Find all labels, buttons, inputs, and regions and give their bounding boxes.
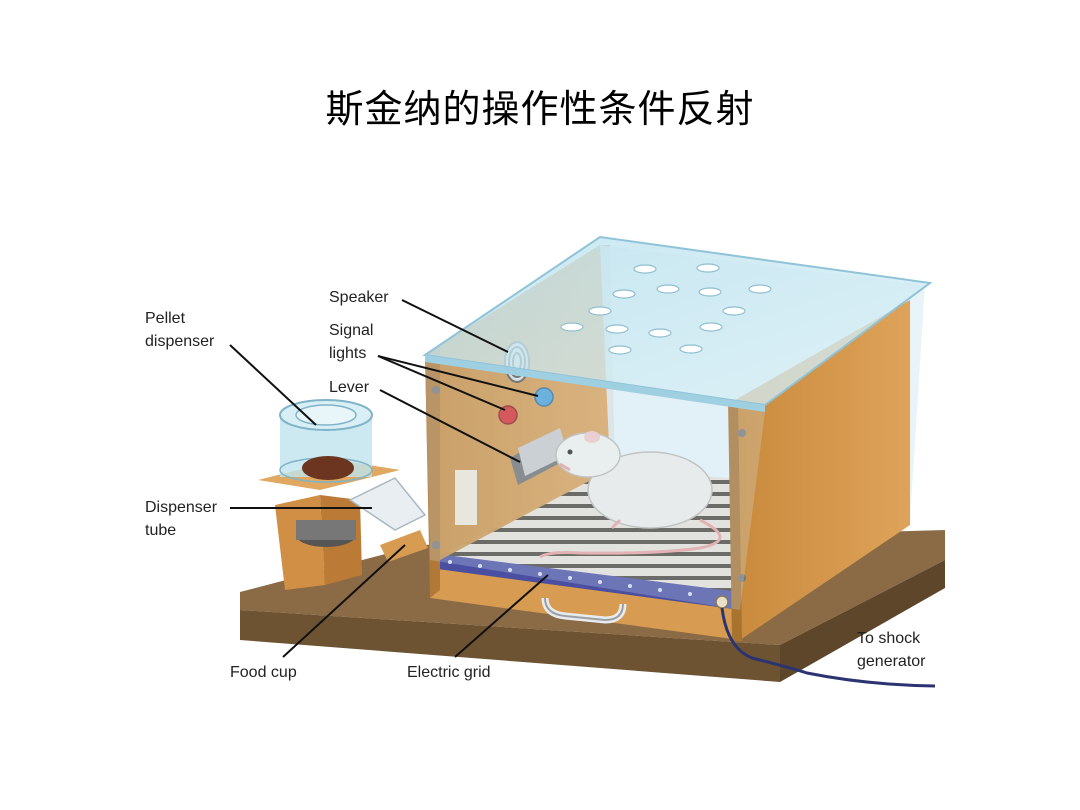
- pellet-dispenser: [258, 399, 428, 590]
- leader-lines: [229, 299, 549, 658]
- label-lever: Lever: [329, 379, 370, 396]
- front-glass: [425, 362, 765, 610]
- label-electric-grid: Electric grid: [407, 664, 491, 681]
- signal-light-red: [498, 405, 518, 425]
- label-dispenser-tube-1: Dispenser: [145, 499, 218, 516]
- label-dispenser: dispenser: [145, 333, 215, 350]
- page-title: 斯金纳的操作性条件反射: [325, 87, 755, 131]
- shock-cable: [715, 595, 936, 688]
- label-generator: generator: [857, 653, 926, 670]
- label-lights: lights: [329, 345, 366, 362]
- front-panel: [430, 568, 740, 640]
- glass-lid: [422, 235, 933, 412]
- rat: [539, 431, 722, 559]
- label-dispenser-tube-2: tube: [145, 522, 176, 539]
- food-hopper-opening: [455, 470, 477, 525]
- dispenser-tube: [348, 477, 427, 531]
- label-speaker: Speaker: [329, 289, 389, 306]
- label-signal: Signal: [329, 322, 373, 339]
- label-pellet: Pellet: [145, 310, 186, 327]
- signal-light-blue: [534, 387, 554, 407]
- lever: [510, 428, 568, 485]
- label-food-cup: Food cup: [230, 664, 297, 681]
- label-to-shock: To shock: [857, 630, 921, 647]
